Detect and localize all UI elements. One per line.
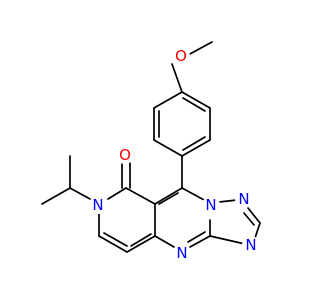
bond-c5-c4a-inner bbox=[130, 233, 152, 247]
bond-methyl-o bbox=[187, 41, 213, 56]
bond-n2-c3 bbox=[247, 207, 261, 224]
triazole-nitrogen-1-label: N bbox=[205, 196, 216, 214]
bond-c6-c5 bbox=[98, 235, 128, 253]
atom-layer: O O N N N N N bbox=[89, 47, 260, 262]
bond-phenyl-3 bbox=[181, 139, 211, 157]
molecule-structure: O O N N N N N bbox=[41, 41, 261, 262]
structure-canvas: O O N N N N N bbox=[41, 41, 261, 262]
bond-n2-c3-inner bbox=[243, 212, 255, 226]
bond-phenyl-4 bbox=[153, 139, 183, 157]
bond-c8-n7 bbox=[107, 187, 127, 200]
bond-c3a-n4-inner bbox=[187, 231, 206, 243]
carbonyl-oxygen-label: O bbox=[119, 146, 131, 164]
bond-c9a-c8 bbox=[125, 187, 156, 205]
bond-n4-c4a bbox=[154, 235, 175, 248]
bond-c3-n4t bbox=[254, 222, 261, 239]
bond-n1-n2 bbox=[218, 199, 238, 203]
bond-c9-c9a-inner bbox=[158, 192, 179, 205]
bond-phenyl-3-inner bbox=[182, 136, 206, 151]
triazole-nitrogen-3-label: N bbox=[245, 236, 256, 254]
bond-c9-n1 bbox=[181, 187, 207, 202]
bond-c3a-n4 bbox=[189, 235, 211, 248]
bond-o-phenyl bbox=[171, 63, 183, 93]
methoxy-oxygen-label: O bbox=[175, 47, 187, 65]
bond-n7-ch bbox=[69, 187, 91, 200]
bond-c9-c9a bbox=[154, 187, 183, 205]
triazole-nitrogen-2-label: N bbox=[238, 190, 249, 208]
bond-ch-me1 bbox=[41, 187, 71, 205]
bond-phenyl-1 bbox=[181, 91, 211, 109]
bond-layer bbox=[41, 41, 261, 253]
bond-n4t-c3a bbox=[209, 235, 246, 245]
bond-c6-c5-inner bbox=[103, 232, 128, 247]
bond-phenyl-1-inner bbox=[182, 97, 206, 112]
amide-nitrogen-label: N bbox=[92, 196, 103, 214]
pyrimidine-nitrogen-label: N bbox=[176, 244, 187, 262]
bond-phenyl-6 bbox=[153, 91, 183, 109]
bond-c5-c4a bbox=[126, 235, 156, 253]
